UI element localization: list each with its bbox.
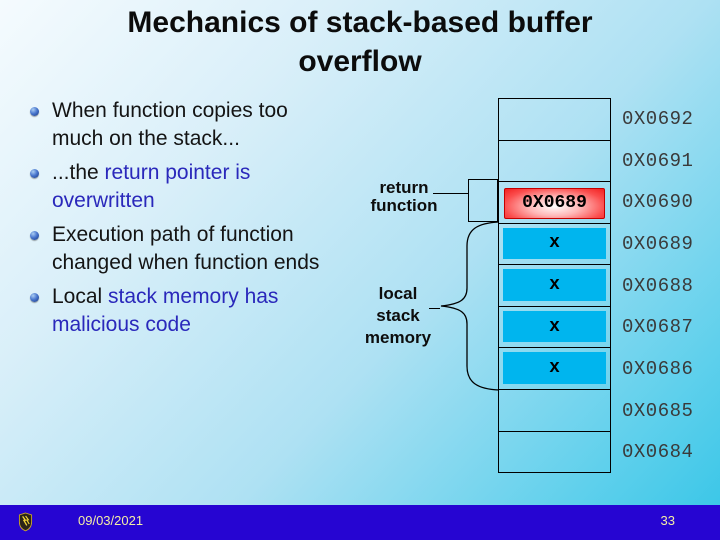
overwritten-return-pointer-box: 0X0689 xyxy=(504,188,605,219)
bullet-item: Execution path of function changed when … xyxy=(30,221,360,277)
address-label: 0X0690 xyxy=(622,191,694,214)
stack-cell-0X0692 xyxy=(499,99,610,141)
address-label: 0X0687 xyxy=(622,316,694,339)
local-stack-memory-label: local stack memory xyxy=(364,284,432,347)
curly-brace-icon xyxy=(440,221,500,391)
address-label: 0X0692 xyxy=(622,107,694,130)
address-label: 0X0685 xyxy=(622,399,694,422)
bullet-sphere-icon xyxy=(30,107,39,116)
malicious-code-box: x xyxy=(503,227,606,260)
bullet-item: ...the return pointer is overwritten xyxy=(30,159,360,215)
stack-cell-0X0685 xyxy=(499,390,610,432)
bullet-item: When function copies too much on the sta… xyxy=(30,97,360,153)
bullet-sphere-icon xyxy=(30,169,39,178)
bullet-item: Local stack memory has malicious code xyxy=(30,283,360,339)
bullet-list: When function copies too much on the sta… xyxy=(30,97,360,345)
address-column: 0X0692 0X0691 0X0690 0X0689 0X0688 0X0687 0X06… xyxy=(622,98,706,473)
malicious-code-box: x xyxy=(503,352,606,384)
stack-cell-0X0690: 0X0689 xyxy=(499,182,610,224)
bullet-text: Local stack memory has malicious code xyxy=(52,285,279,336)
address-label: 0X0688 xyxy=(622,274,694,297)
slide-title: Mechanics of stack-based buffer overflow xyxy=(127,6,593,78)
footer-date: 09/03/2021 xyxy=(78,513,144,528)
footer-page-number: 33 xyxy=(660,513,675,528)
bullet-text: When function copies too much on the sta… xyxy=(52,99,288,150)
stack-cell-0X0687: x xyxy=(499,307,610,349)
stack-cell-0X0686: x xyxy=(499,348,610,390)
address-label: 0X0686 xyxy=(622,357,694,380)
bullet-sphere-icon xyxy=(30,293,39,302)
address-label: 0X0684 xyxy=(622,441,694,464)
return-function-bracket xyxy=(468,179,498,222)
footer-bar: 09/03/2021 33 xyxy=(0,505,720,540)
address-label: 0X0691 xyxy=(622,149,694,172)
stack-cell-0X0684 xyxy=(499,432,610,473)
return-function-label: return function xyxy=(370,178,438,215)
bullet-text: ...the return pointer is overwritten xyxy=(52,161,251,212)
university-shield-logo-icon xyxy=(18,512,33,532)
stack-cell-0X0691 xyxy=(499,141,610,183)
return-function-connector-line xyxy=(433,193,468,194)
bullet-sphere-icon xyxy=(30,231,39,240)
bullet-text: Execution path of function changed when … xyxy=(52,223,320,274)
malicious-code-box: x xyxy=(503,269,606,301)
address-label: 0X0689 xyxy=(622,232,694,255)
local-stack-memory-connector-line xyxy=(429,308,440,309)
stack-cell-0X0689: x xyxy=(499,224,610,266)
stack-cell-0X0688: x xyxy=(499,265,610,307)
malicious-code-box: x xyxy=(503,310,606,343)
